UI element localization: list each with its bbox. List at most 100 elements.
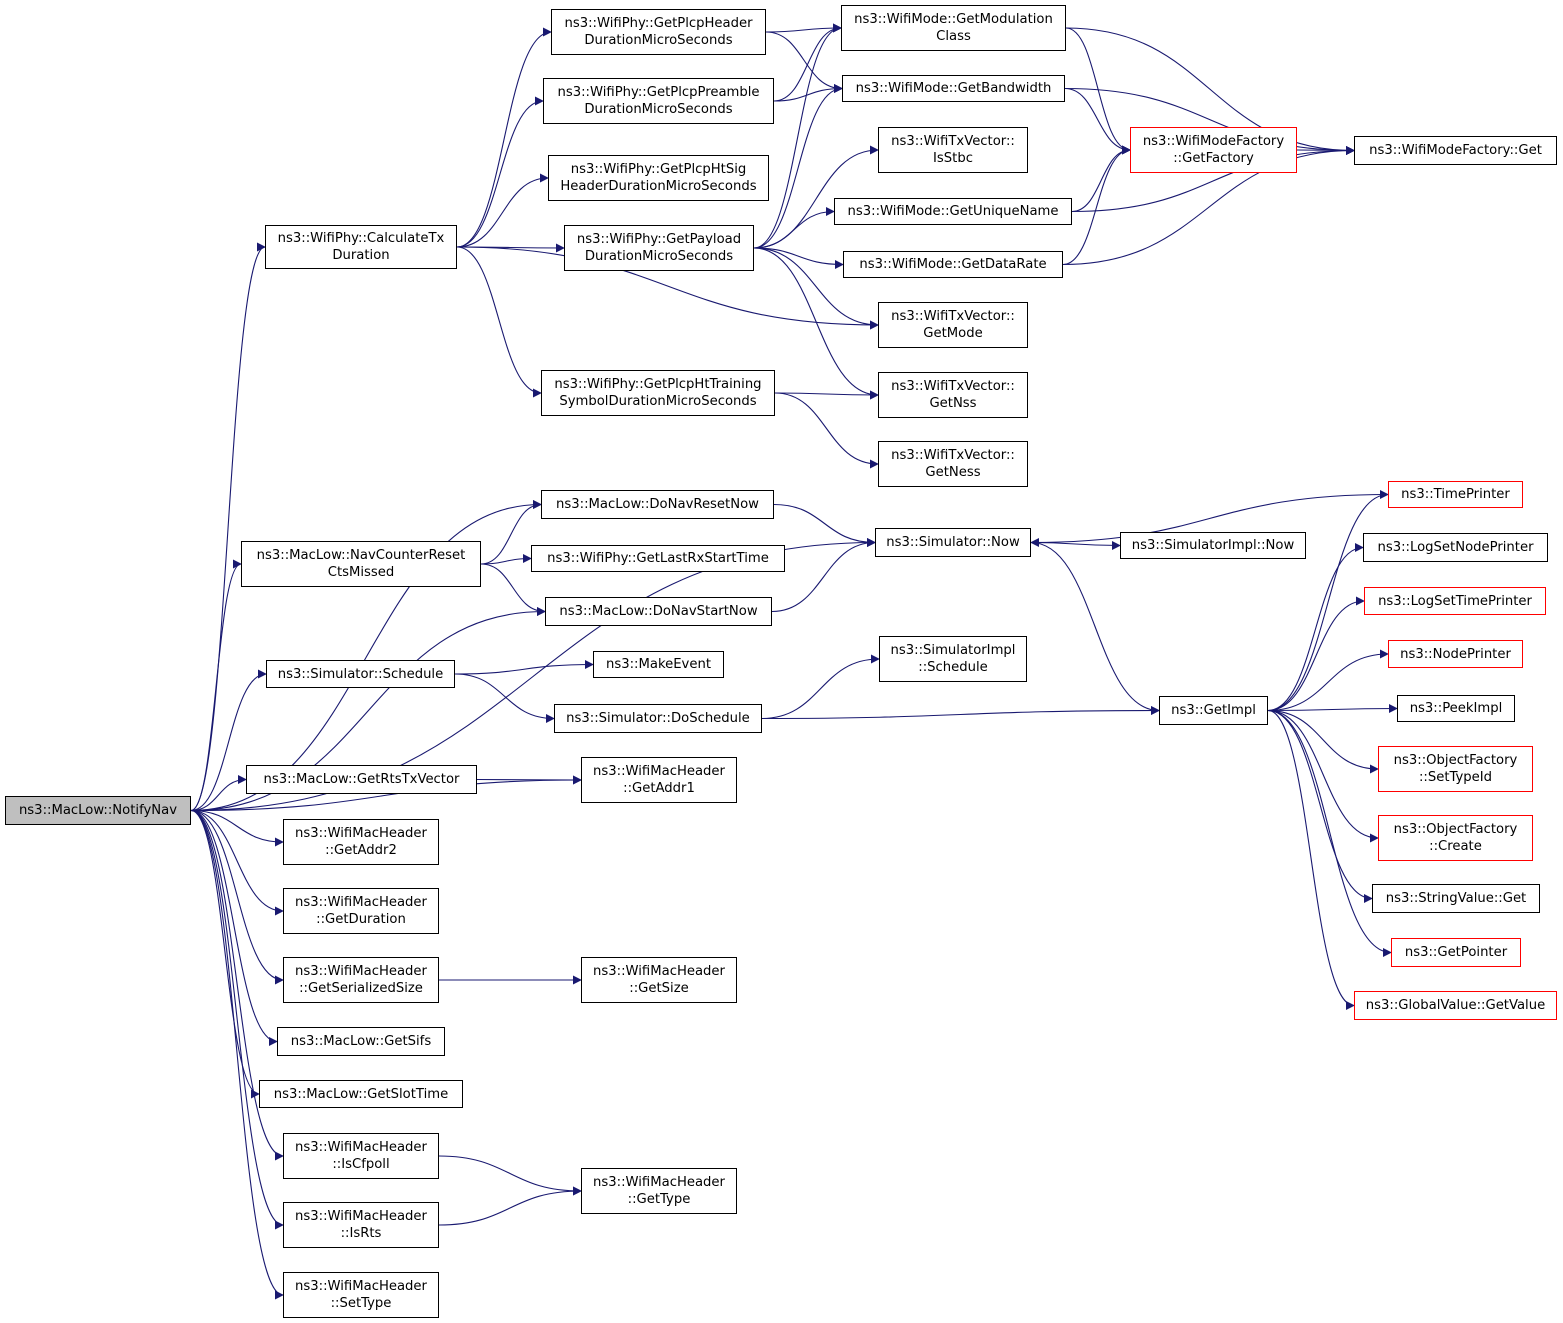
edge-bandwidth-to-getfactory xyxy=(1064,87,1131,155)
edge-calctx-to-plcphdr xyxy=(456,27,552,248)
node-simulator-impl-schedule[interactable]: ns3::SimulatorImpl::Schedule xyxy=(879,636,1027,682)
node-set-type[interactable]: ns3::WifiMacHeader::SetType xyxy=(283,1272,439,1318)
node-global-value-get-value[interactable]: ns3::GlobalValue::GetValue xyxy=(1354,991,1557,1020)
node-get-impl[interactable]: ns3::GetImpl xyxy=(1159,696,1268,725)
node-get-type[interactable]: ns3::WifiMacHeader::GetType xyxy=(581,1168,737,1214)
edge-payload-to-getmode xyxy=(753,247,879,330)
edge-notifynav-to-rtstx xyxy=(190,775,247,812)
edge-notifynav-to-getduration xyxy=(190,809,284,916)
edge-schedule-to-doschedule xyxy=(454,673,555,723)
edge-plcphdr-to-bandwidth xyxy=(765,31,843,93)
node-get-sifs[interactable]: ns3::MacLow::GetSifs xyxy=(277,1027,445,1056)
edge-rtstx-to-getaddr1 xyxy=(476,775,582,785)
node-tx-vector-get-nss[interactable]: ns3::WifiTxVector::GetNss xyxy=(878,372,1028,418)
edge-modclass-to-factoryget xyxy=(1065,27,1355,155)
edge-doschedule-to-getimpl xyxy=(761,706,1160,720)
node-is-rts[interactable]: ns3::WifiMacHeader::IsRts xyxy=(283,1202,439,1248)
node-tx-vector-get-mode[interactable]: ns3::WifiTxVector::GetMode xyxy=(878,302,1028,348)
node-simulator-now[interactable]: ns3::Simulator::Now xyxy=(875,528,1031,557)
node-node-printer[interactable]: ns3::NodePrinter xyxy=(1388,640,1523,668)
edge-plcphdr-to-modclass xyxy=(765,23,842,33)
node-object-factory-set-type-id[interactable]: ns3::ObjectFactory::SetTypeId xyxy=(1378,746,1533,792)
edge-uniquename-to-getfactory xyxy=(1071,145,1131,213)
node-get-unique-name[interactable]: ns3::WifiMode::GetUniqueName xyxy=(834,198,1072,225)
edge-iscfpoll-to-gettype xyxy=(438,1155,582,1196)
edge-timeprinter-to-simnow xyxy=(1030,493,1389,547)
edge-simnow-to-getimpl xyxy=(1030,541,1160,715)
call-edges xyxy=(190,23,1398,1300)
node-simulator-schedule[interactable]: ns3::Simulator::Schedule xyxy=(266,660,455,688)
node-do-nav-reset-now[interactable]: ns3::MacLow::DoNavResetNow xyxy=(541,490,774,519)
edge-calctx-to-htsig xyxy=(456,173,549,248)
node-get-serialized-size[interactable]: ns3::WifiMacHeader::GetSerializedSize xyxy=(283,957,439,1003)
edge-getfactory-to-factoryget xyxy=(1296,145,1355,155)
node-peek-impl[interactable]: ns3::PeekImpl xyxy=(1397,695,1515,722)
edge-bandwidth-to-factoryget xyxy=(1064,87,1355,155)
node-object-factory-create[interactable]: ns3::ObjectFactory::Create xyxy=(1378,815,1533,861)
node-get-last-rx-start-time[interactable]: ns3::WifiPhy::GetLastRxStartTime xyxy=(531,545,785,572)
edge-notifynav-to-serialized xyxy=(190,809,284,985)
edge-notifynav-to-calctx xyxy=(190,242,266,812)
edge-getimpl-to-peekimpl xyxy=(1267,704,1398,714)
node-log-set-node-printer[interactable]: ns3::LogSetNodePrinter xyxy=(1363,533,1548,562)
edge-notifynav-to-navcounter xyxy=(190,559,242,812)
node-mode-factory-get-factory[interactable]: ns3::WifiModeFactory::GetFactory xyxy=(1130,127,1297,173)
edge-payload-to-datarate xyxy=(753,247,844,269)
node-get-duration[interactable]: ns3::WifiMacHeader::GetDuration xyxy=(283,888,439,934)
node-do-nav-start-now[interactable]: ns3::MacLow::DoNavStartNow xyxy=(545,597,772,626)
edge-payload-to-modclass xyxy=(753,23,842,249)
node-get-data-rate[interactable]: ns3::WifiMode::GetDataRate xyxy=(843,251,1063,278)
edge-getimpl-to-getpointer xyxy=(1267,709,1392,957)
node-get-bandwidth[interactable]: ns3::WifiMode::GetBandwidth xyxy=(842,75,1065,102)
node-tx-vector-get-ness[interactable]: ns3::WifiTxVector::GetNess xyxy=(878,441,1028,487)
edge-httrain-to-getnss xyxy=(774,390,879,400)
edge-httrain-to-getness xyxy=(774,392,879,469)
edge-notifynav-to-getaddr2 xyxy=(190,809,284,847)
edge-getimpl-to-settypeid xyxy=(1267,709,1379,774)
edge-uniquename-to-factoryget xyxy=(1071,146,1355,213)
edge-navcounter-to-navreset xyxy=(480,500,542,565)
edge-getimpl-to-timeprinter xyxy=(1267,490,1389,712)
node-log-set-time-printer[interactable]: ns3::LogSetTimePrinter xyxy=(1364,587,1546,615)
node-make-event[interactable]: ns3::MakeEvent xyxy=(593,651,724,678)
node-get-addr2[interactable]: ns3::WifiMacHeader::GetAddr2 xyxy=(283,819,439,865)
edge-navcounter-to-navstart xyxy=(480,563,546,616)
node-get-addr1[interactable]: ns3::WifiMacHeader::GetAddr1 xyxy=(581,757,737,803)
node-get-pointer[interactable]: ns3::GetPointer xyxy=(1391,938,1521,967)
edge-calctx-to-plcppre xyxy=(456,96,544,248)
edge-payload-to-uniquename xyxy=(753,207,835,249)
node-simulator-do-schedule[interactable]: ns3::Simulator::DoSchedule xyxy=(554,704,762,733)
node-get-rts-tx-vector[interactable]: ns3::MacLow::GetRtsTxVector xyxy=(246,765,477,794)
edge-calctx-to-getmode xyxy=(456,246,879,330)
edge-getimpl-to-nodeprinter xyxy=(1267,649,1389,712)
node-string-value-get[interactable]: ns3::StringValue::Get xyxy=(1372,884,1540,913)
edge-isrts-to-gettype xyxy=(438,1186,582,1226)
node-simulator-impl-now[interactable]: ns3::SimulatorImpl::Now xyxy=(1120,532,1306,559)
edge-notifynav-to-iscfpoll xyxy=(190,809,284,1161)
edge-getimpl-to-globalvalue xyxy=(1267,709,1355,1010)
edge-notifynav-to-slottime xyxy=(190,809,260,1099)
node-is-stbc[interactable]: ns3::WifiTxVector::IsStbc xyxy=(878,127,1028,173)
edge-navreset-to-simnow xyxy=(773,503,876,547)
edge-datarate-to-getfactory xyxy=(1062,145,1131,266)
edge-getimpl-to-lognode xyxy=(1267,543,1364,712)
node-mode-factory-get[interactable]: ns3::WifiModeFactory::Get xyxy=(1354,136,1557,165)
edge-plcppre-to-modclass xyxy=(773,23,842,102)
node-is-cfpoll[interactable]: ns3::WifiMacHeader::IsCfpoll xyxy=(283,1133,439,1179)
edge-getimpl-to-stringget xyxy=(1267,709,1373,903)
edge-navcounter-to-lastrx xyxy=(480,554,532,565)
node-notify-nav[interactable]: ns3::MacLow::NotifyNav xyxy=(5,796,191,825)
node-get-slot-time[interactable]: ns3::MacLow::GetSlotTime xyxy=(259,1080,463,1108)
node-get-size[interactable]: ns3::WifiMacHeader::GetSize xyxy=(581,957,737,1003)
edge-getimpl-to-logtime xyxy=(1267,596,1365,712)
node-time-printer[interactable]: ns3::TimePrinter xyxy=(1388,481,1523,508)
